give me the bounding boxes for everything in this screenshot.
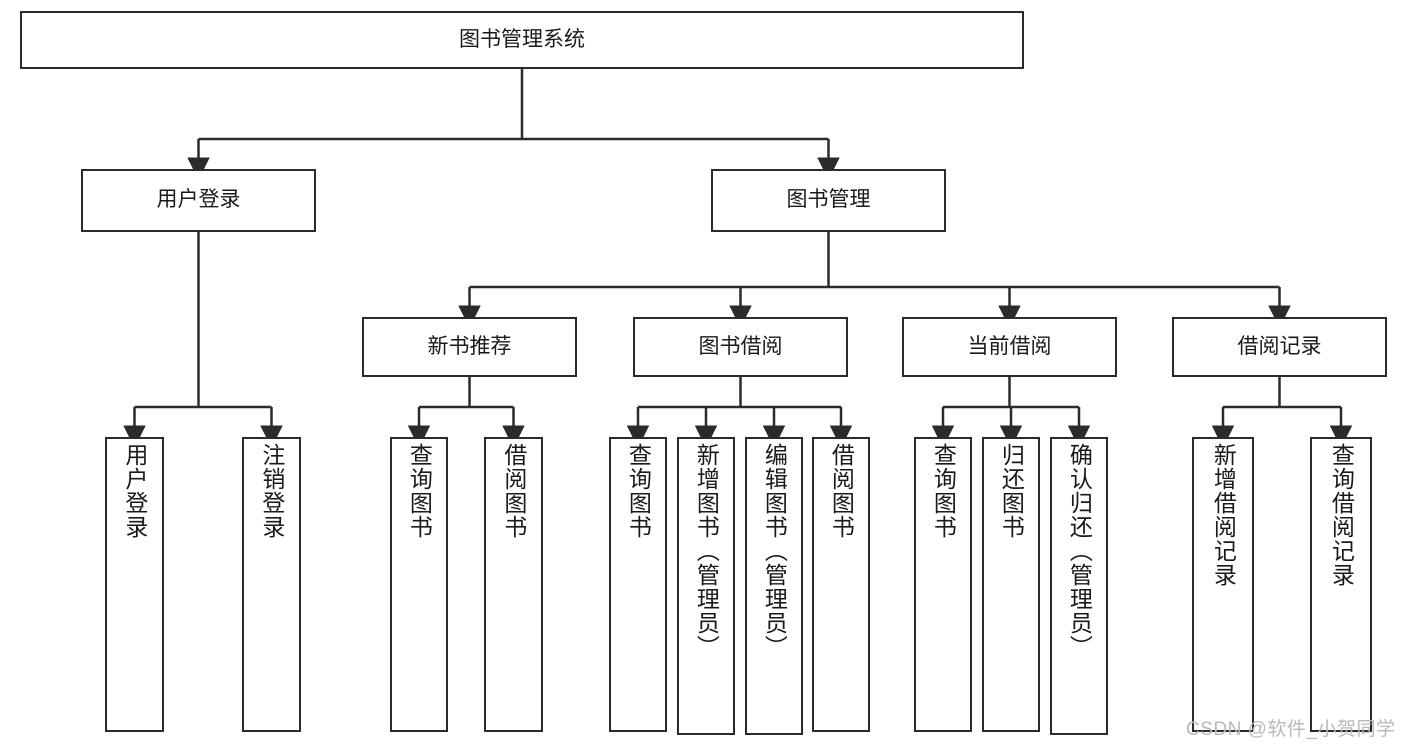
- node-leaf-return-book[interactable]: 归还图书: [982, 437, 1040, 732]
- edge-layer: [123, 69, 1353, 448]
- node-label-borrow-record: 借阅记录: [1237, 334, 1322, 358]
- node-label-leaf-borrow-book-2: 借阅图书: [828, 443, 855, 539]
- node-label-root: 图书管理系统: [459, 27, 585, 51]
- node-borrow-record[interactable]: 借阅记录: [1172, 317, 1387, 377]
- node-leaf-add-book-admin[interactable]: 新增图书（管理员）: [677, 437, 735, 735]
- node-leaf-query-book-2[interactable]: 查询图书: [609, 437, 667, 732]
- node-current-borrow[interactable]: 当前借阅: [902, 317, 1117, 377]
- node-label-leaf-add-book-admin: 新增图书（管理员）: [693, 443, 720, 659]
- node-leaf-add-borrow-record[interactable]: 新增借阅记录: [1192, 437, 1254, 732]
- node-book-manage[interactable]: 图书管理: [711, 169, 946, 232]
- node-user-login[interactable]: 用户登录: [81, 169, 316, 232]
- node-label-new-book-recommend: 新书推荐: [427, 334, 512, 358]
- node-leaf-confirm-return-admin[interactable]: 确认归还（管理员）: [1050, 437, 1108, 735]
- node-label-leaf-user-logout: 注销登录: [258, 443, 285, 539]
- node-label-leaf-edit-book-admin: 编辑图书（管理员）: [761, 443, 788, 659]
- node-label-book-manage: 图书管理: [786, 188, 871, 212]
- node-label-leaf-return-book: 归还图书: [998, 443, 1025, 539]
- node-leaf-user-logout[interactable]: 注销登录: [242, 437, 301, 732]
- node-leaf-query-book-1[interactable]: 查询图书: [390, 437, 448, 732]
- node-leaf-edit-book-admin[interactable]: 编辑图书（管理员）: [745, 437, 803, 735]
- node-root[interactable]: 图书管理系统: [20, 11, 1024, 69]
- node-label-leaf-query-book-2: 查询图书: [625, 443, 652, 539]
- node-label-leaf-query-borrow-record: 查询借阅记录: [1328, 443, 1355, 587]
- node-label-leaf-confirm-return-admin: 确认归还（管理员）: [1066, 443, 1093, 659]
- node-label-leaf-query-book-3: 查询图书: [930, 443, 957, 539]
- watermark-text: CSDN @软件_小贺同学: [1186, 719, 1396, 740]
- node-leaf-borrow-book-2[interactable]: 借阅图书: [812, 437, 870, 732]
- node-leaf-query-book-3[interactable]: 查询图书: [914, 437, 972, 732]
- node-leaf-borrow-book-1[interactable]: 借阅图书: [484, 437, 543, 732]
- node-leaf-user-login[interactable]: 用户登录: [105, 437, 164, 732]
- node-label-user-login: 用户登录: [156, 188, 241, 212]
- node-new-book-recommend[interactable]: 新书推荐: [362, 317, 577, 377]
- node-label-leaf-borrow-book-1: 借阅图书: [500, 443, 527, 539]
- node-label-current-borrow: 当前借阅: [967, 334, 1052, 358]
- node-label-leaf-add-borrow-record: 新增借阅记录: [1210, 443, 1237, 587]
- node-book-borrow[interactable]: 图书借阅: [633, 317, 848, 377]
- node-leaf-query-borrow-record[interactable]: 查询借阅记录: [1310, 437, 1372, 732]
- node-label-book-borrow: 图书借阅: [698, 334, 783, 358]
- node-label-leaf-user-login: 用户登录: [121, 443, 148, 539]
- node-label-leaf-query-book-1: 查询图书: [406, 443, 433, 539]
